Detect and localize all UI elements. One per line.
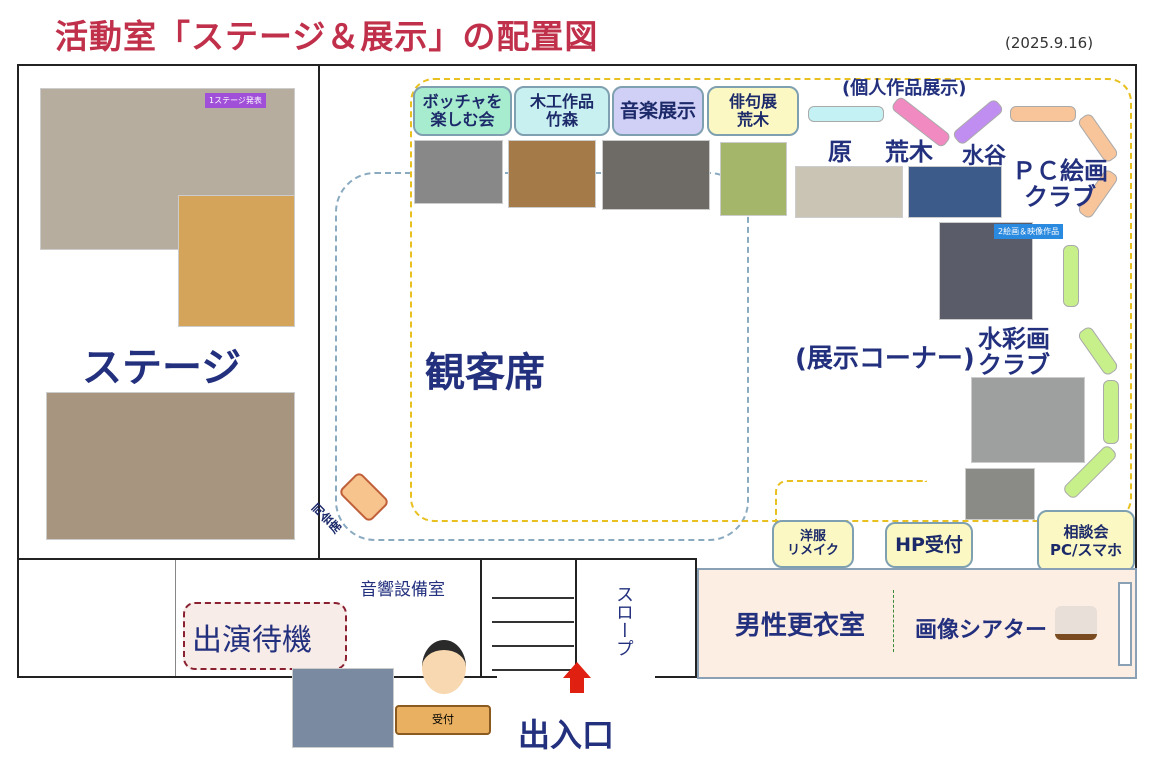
name-hara: 原 bbox=[828, 138, 852, 166]
photo-tag-stage: 1ステージ発表 bbox=[205, 93, 266, 108]
watercolor-panel bbox=[1103, 380, 1119, 444]
reception-desk: 受付 bbox=[395, 705, 491, 735]
panel-hara bbox=[808, 106, 884, 122]
desk-label: 相談会 PC/スマホ bbox=[1049, 523, 1123, 559]
slope-label: スロープ bbox=[613, 585, 634, 657]
pc-panel bbox=[1010, 106, 1076, 122]
exhibit-path bbox=[410, 78, 1132, 522]
photo-tag-paintings: 2絵画＆映像作品 bbox=[994, 224, 1064, 239]
waiting-area bbox=[183, 602, 347, 670]
consult-photo bbox=[965, 468, 1035, 520]
singer-illustration bbox=[178, 195, 295, 327]
exhibit-label: 俳句展 荒木 bbox=[728, 92, 777, 129]
wall-waiting bbox=[175, 560, 176, 676]
entrance-label: 出入口 bbox=[518, 716, 615, 754]
wall-bottom-left bbox=[17, 676, 497, 678]
stage-label: ステージ bbox=[82, 345, 242, 391]
desk-consultation: 相談会 PC/スマホ bbox=[1037, 510, 1135, 572]
music-photo bbox=[602, 140, 710, 210]
waiting-label: 出演待機 bbox=[192, 623, 312, 658]
reception-photo bbox=[292, 668, 394, 748]
stage-divider bbox=[318, 64, 320, 560]
exhibit-label: 木工作品 竹森 bbox=[529, 92, 594, 129]
wall-stair-l bbox=[480, 560, 482, 676]
entrance-arrow-icon bbox=[563, 662, 591, 678]
stairs bbox=[492, 575, 574, 675]
projector-icon bbox=[1055, 606, 1097, 640]
exhibit-boccia: ボッチャを 楽しむ会 bbox=[413, 86, 512, 136]
entrance-arrow-stem bbox=[570, 677, 584, 693]
boccia-photo bbox=[414, 140, 503, 204]
dance-photo bbox=[46, 392, 295, 540]
desk-label: HP受付 bbox=[895, 534, 963, 556]
exhibit-haiku: 俳句展 荒木 bbox=[707, 86, 799, 136]
date: (2025.9.16) bbox=[1005, 34, 1094, 52]
screen bbox=[1118, 582, 1132, 666]
reception-label: 受付 bbox=[432, 713, 454, 726]
room-divider bbox=[893, 590, 894, 652]
desk-remake: 洋服 リメイク bbox=[772, 520, 854, 568]
audience-label: 観客席 bbox=[425, 350, 545, 396]
woodwork-photo bbox=[508, 140, 596, 208]
exhibit-woodwork: 木工作品 竹森 bbox=[514, 86, 610, 136]
watercolor-photo bbox=[971, 377, 1085, 463]
watercolor-panel bbox=[1063, 245, 1079, 307]
watercolor-club-label: 水彩画 クラブ bbox=[978, 325, 1050, 379]
exhibit-label: ボッチャを 楽しむ会 bbox=[422, 92, 503, 129]
page-title: 活動室「ステージ＆展示」の配置図 bbox=[55, 17, 599, 56]
theater-label: 画像シアター bbox=[915, 618, 1048, 643]
wall-top bbox=[17, 64, 1137, 66]
wall-slope-r bbox=[695, 560, 697, 676]
wall-left bbox=[17, 64, 19, 677]
haiku-illustration bbox=[720, 142, 787, 216]
exhibit-corner-label: (展示コーナー) bbox=[795, 344, 975, 374]
wall-mid bbox=[17, 558, 697, 560]
desk-label: 洋服 リメイク bbox=[787, 529, 839, 558]
name-mizutani: 水谷 bbox=[962, 144, 1007, 169]
individual-photo-2 bbox=[908, 166, 1002, 218]
individual-heading: (個人作品展示) bbox=[842, 78, 967, 99]
receptionist-illustration bbox=[422, 640, 466, 694]
sound-room-label: 音響設備室 bbox=[360, 580, 445, 600]
desk-path bbox=[775, 480, 927, 532]
exhibit-label: 音楽展示 bbox=[619, 100, 696, 122]
pc-club-label: ＰＣ絵画 クラブ bbox=[1012, 157, 1108, 211]
mens-room-label: 男性更衣室 bbox=[735, 611, 866, 641]
wall-right bbox=[1135, 64, 1137, 677]
individual-photo-1 bbox=[795, 166, 903, 218]
desk-hp-reception: HP受付 bbox=[885, 522, 973, 568]
wall-stair-r bbox=[575, 560, 577, 676]
exhibit-music: 音楽展示 bbox=[612, 86, 704, 136]
name-araki: 荒木 bbox=[885, 138, 933, 166]
